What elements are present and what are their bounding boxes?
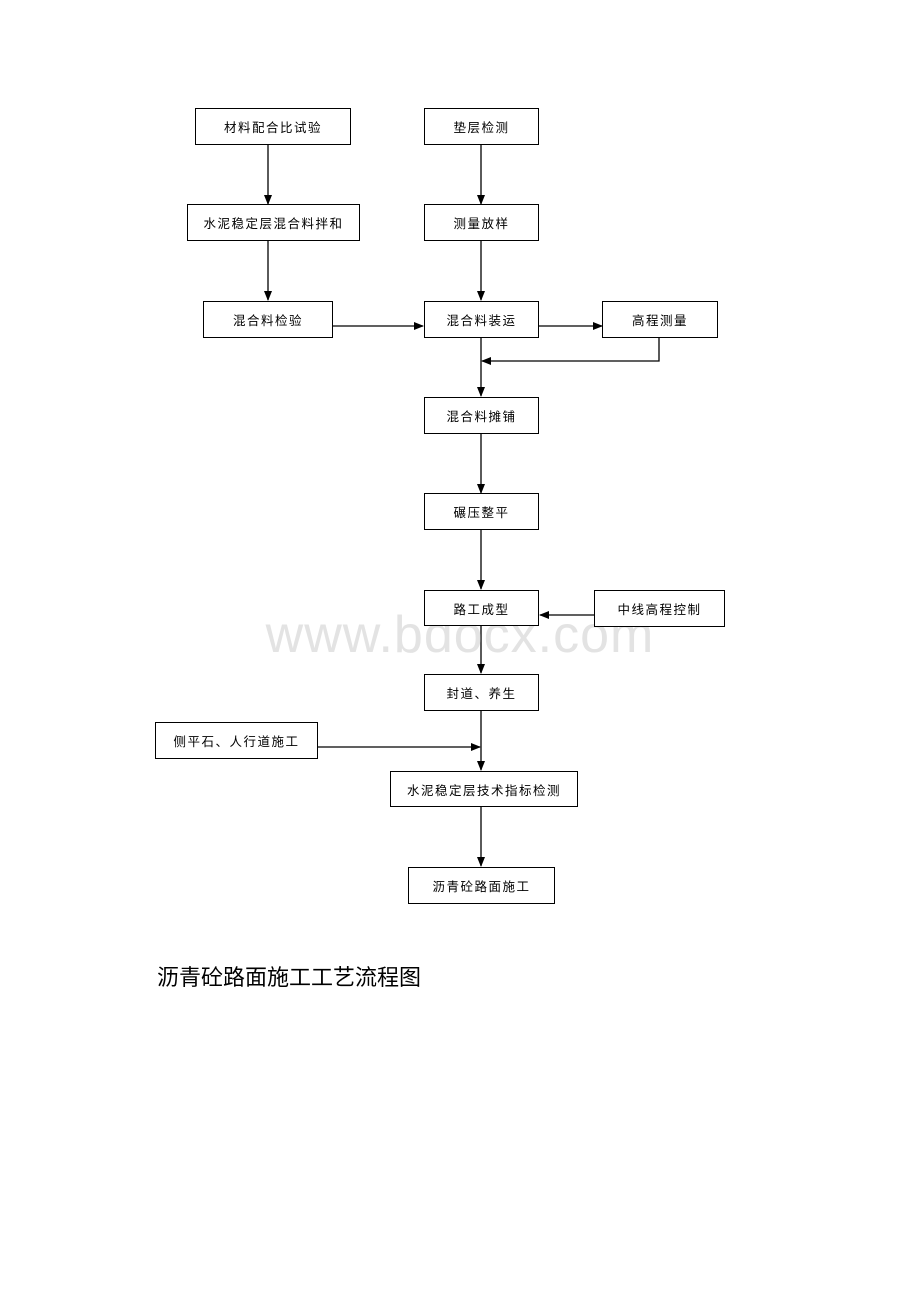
node-elevation-survey: 高程测量 [602,301,718,338]
node-material-test: 材料配合比试验 [195,108,351,145]
node-tech-index-test: 水泥稳定层技术指标检测 [390,771,578,807]
arrow-elevation-return [481,338,660,365]
node-cement-mix: 水泥稳定层混合料拌和 [187,204,360,241]
node-survey-layout: 测量放样 [424,204,539,241]
diagram-caption: 沥青砼路面施工工艺流程图 [157,966,422,991]
node-roll-level: 碾压整平 [424,493,539,530]
node-curb-sidewalk: 侧平石、人行道施工 [155,722,318,759]
node-seal-cure: 封道、养生 [424,674,539,711]
node-mix-transport: 混合料装运 [424,301,539,338]
node-road-form: 路工成型 [424,590,539,626]
node-centerline-control: 中线高程控制 [594,590,725,627]
node-mix-inspect: 混合料检验 [203,301,333,338]
node-mix-spread: 混合料摊铺 [424,397,539,434]
node-asphalt-paving: 沥青砼路面施工 [408,867,555,904]
node-base-check: 垫层检测 [424,108,539,145]
